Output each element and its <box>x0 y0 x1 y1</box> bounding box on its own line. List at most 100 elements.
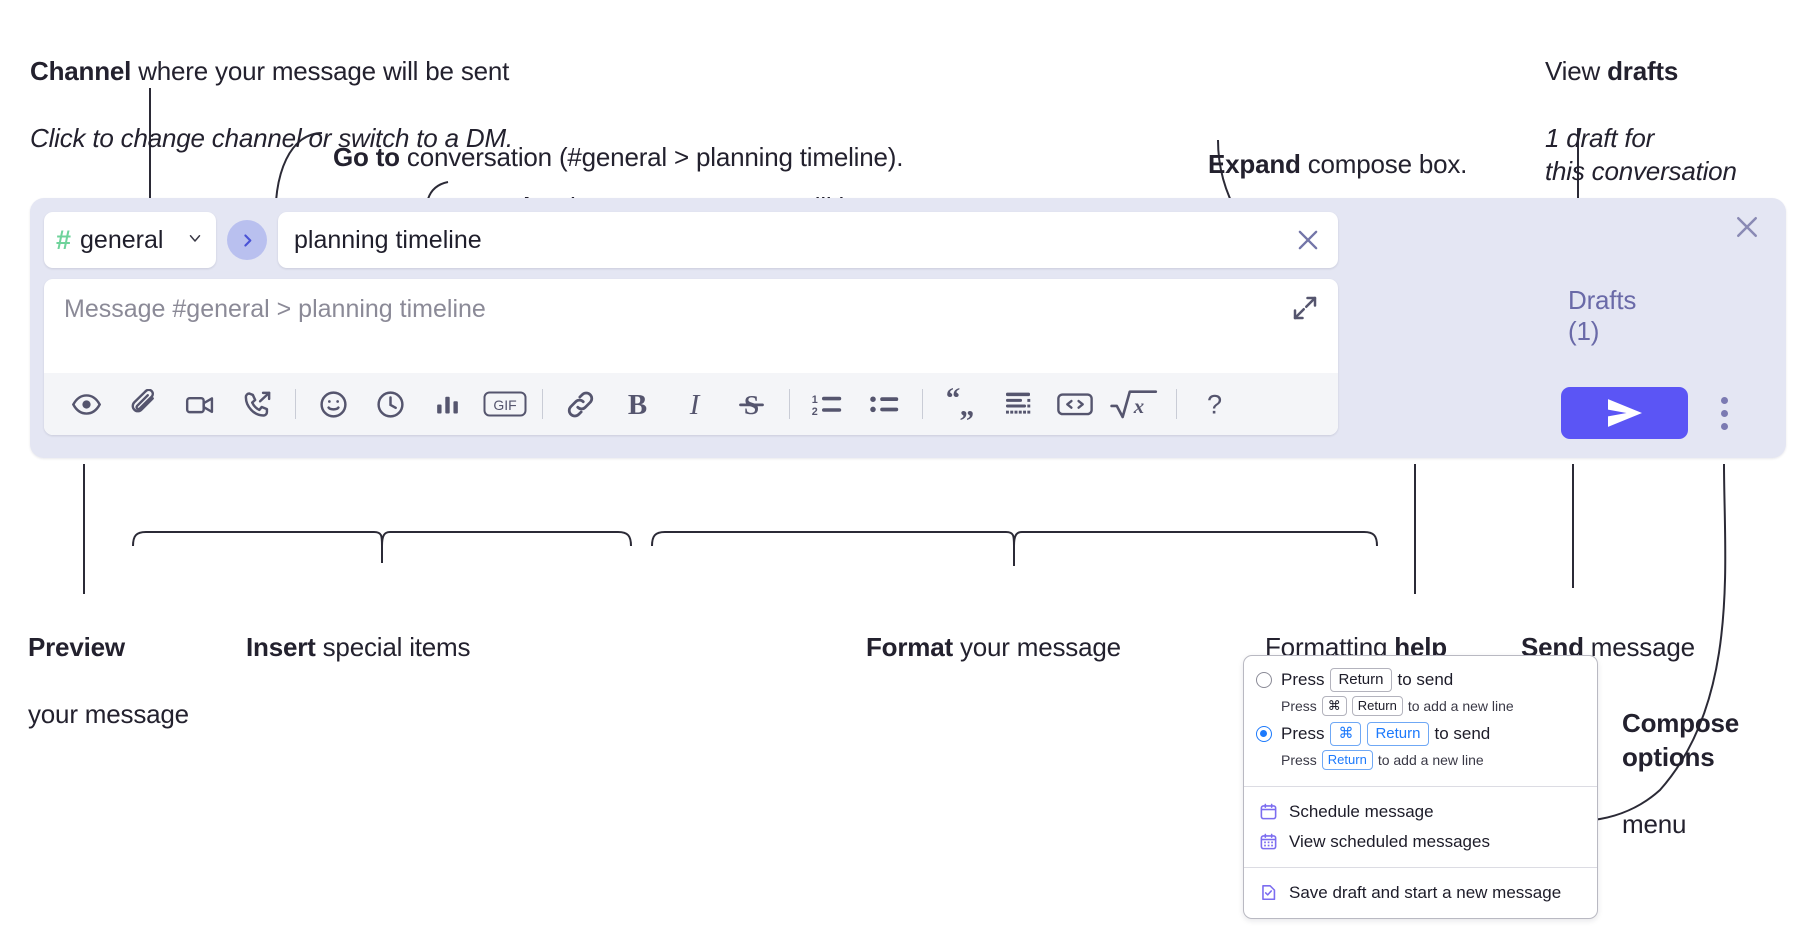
emoji-icon[interactable] <box>305 381 362 427</box>
message-input[interactable]: Message #general > planning timeline <box>44 279 1338 373</box>
key-return: Return <box>1367 721 1429 747</box>
annotation-insert-strong: Insert <box>246 632 316 663</box>
annotation-compose-options-rest: menu <box>1622 809 1687 840</box>
radio-icon-selected[interactable] <box>1256 725 1272 742</box>
annotation-drafts-plain: View <box>1545 56 1608 87</box>
svg-text:„: „ <box>959 390 974 420</box>
radio-sublabel: Press ⌘ Return to add a new line <box>1281 696 1585 716</box>
key-return: Return <box>1321 750 1373 770</box>
annotation-goto: Go to conversation (#general > planning … <box>333 108 1053 175</box>
annotation-compose-options: Compose options menu <box>1622 673 1814 842</box>
ordered-list-icon[interactable]: 1 2 <box>799 381 856 427</box>
preview-icon[interactable] <box>58 381 115 427</box>
key-return: Return <box>1330 668 1392 693</box>
compose-header-row: # general planning timeline <box>44 212 1338 268</box>
annotation-format-rest: your message <box>952 632 1121 663</box>
toolbar-separator <box>1176 389 1177 419</box>
compose-options-button[interactable] <box>1709 388 1739 438</box>
expand-icon[interactable] <box>1290 293 1324 327</box>
annotation-preview-strong: Preview <box>28 632 125 663</box>
sub-pre: Press <box>1281 751 1317 768</box>
annotation-goto-rest: conversation (#general > planning timeli… <box>399 142 904 173</box>
call-icon[interactable] <box>229 381 286 427</box>
radio-icon[interactable] <box>1256 672 1272 689</box>
clock-icon[interactable] <box>362 381 419 427</box>
annotation-channel-rest: where your message will be sent <box>131 56 510 87</box>
annotation-channel-italic: Click to change channel or switch to a D… <box>30 122 513 153</box>
latex-icon[interactable]: x <box>1103 381 1167 427</box>
bulleted-list-icon[interactable] <box>856 381 913 427</box>
schedule-section: Schedule message View scheduled messages <box>1244 785 1597 867</box>
code-block-icon[interactable] <box>989 381 1046 427</box>
channel-selector[interactable]: # general <box>44 212 216 268</box>
calendar-icon <box>1258 802 1278 822</box>
italic-icon[interactable]: I <box>666 381 723 427</box>
key-return: Return <box>1351 696 1403 716</box>
strikethrough-icon[interactable]: S <box>723 381 780 427</box>
sub-pre: Press <box>1281 698 1317 715</box>
gif-icon[interactable]: GIF <box>476 381 533 427</box>
annotation-drafts-italic: 1 draft for this conversation <box>1545 122 1737 187</box>
radio-option-return[interactable]: Press Return to send <box>1256 668 1585 693</box>
inline-code-icon[interactable] <box>1046 381 1103 427</box>
channel-name: general <box>80 225 164 254</box>
annotation-preview: Preview your message <box>28 598 278 731</box>
annotation-insert: Insert special items <box>246 598 576 665</box>
svg-text:?: ? <box>1207 389 1222 420</box>
bold-icon[interactable]: B <box>609 381 666 427</box>
link-icon[interactable] <box>552 381 609 427</box>
svg-text:1: 1 <box>811 394 817 406</box>
annotation-drafts-strong: drafts <box>1607 56 1679 87</box>
send-button[interactable] <box>1561 387 1688 439</box>
help-icon[interactable]: ? <box>1186 381 1243 427</box>
poll-icon[interactable] <box>419 381 476 427</box>
radio-label-pre: Press <box>1281 670 1325 690</box>
annotation-expand: Expand compose box. <box>1208 115 1628 182</box>
svg-text:“: “ <box>945 388 960 415</box>
close-icon[interactable] <box>1730 210 1764 244</box>
radio-label: Press Return to send <box>1281 668 1454 693</box>
menu-item-save-draft[interactable]: Save draft and start a new message <box>1256 878 1585 908</box>
compose-inner: # general planning timeline <box>44 212 1338 435</box>
menu-item-view-scheduled[interactable]: View scheduled messages <box>1256 827 1585 857</box>
sub-post: to add a new line <box>1407 698 1514 715</box>
radio-label-pre: Press <box>1281 723 1325 743</box>
message-box: Message #general > planning timeline <box>44 279 1338 435</box>
blockquote-icon[interactable]: “ „ <box>932 381 989 427</box>
annotation-drafts: View drafts 1 draft for this conversatio… <box>1545 22 1814 188</box>
annotation-preview-rest: your message <box>28 698 189 729</box>
svg-text:I: I <box>689 389 701 421</box>
radio-sublabel: Press Return to add a new line <box>1281 750 1585 770</box>
kebab-dot <box>1720 396 1728 404</box>
menu-item-label: Schedule message <box>1289 801 1434 821</box>
toolbar-separator <box>922 389 923 419</box>
attachment-icon[interactable] <box>115 381 172 427</box>
menu-item-schedule-message[interactable]: Schedule message <box>1256 797 1585 827</box>
annotation-expand-rest: compose box. <box>1300 149 1468 180</box>
draft-section: Save draft and start a new message <box>1244 866 1597 918</box>
key-cmd: ⌘ <box>1330 721 1362 747</box>
annotation-format-strong: Format <box>866 632 953 663</box>
toolbar-separator <box>542 389 543 419</box>
chevron-down-icon <box>186 229 204 252</box>
svg-text:x: x <box>1133 395 1144 418</box>
send-shortcut-section: Press Return to send Press ⌘ Return to a… <box>1244 656 1597 786</box>
annotation-channel-strong: Channel <box>30 56 132 87</box>
annotation-insert-rest: special items <box>315 632 471 663</box>
video-icon[interactable] <box>172 381 229 427</box>
topic-value: planning timeline <box>294 225 482 254</box>
toolbar-separator <box>789 389 790 419</box>
svg-text:2: 2 <box>811 406 817 418</box>
radio-option-cmd-return[interactable]: Press ⌘ Return to send <box>1256 721 1585 747</box>
topic-input[interactable]: planning timeline <box>278 212 1338 268</box>
drafts-link[interactable]: Drafts (1) <box>1568 285 1637 346</box>
clear-topic-icon[interactable] <box>1290 222 1326 258</box>
menu-item-label: Save draft and start a new message <box>1289 882 1562 902</box>
go-to-conversation-button[interactable] <box>227 220 267 260</box>
svg-text:GIF: GIF <box>493 397 516 413</box>
annotation-format: Format your message <box>866 598 1226 665</box>
radio-label: Press ⌘ Return to send <box>1281 721 1490 747</box>
message-placeholder: Message #general > planning timeline <box>64 295 486 323</box>
radio-label-post: to send <box>1397 670 1454 690</box>
